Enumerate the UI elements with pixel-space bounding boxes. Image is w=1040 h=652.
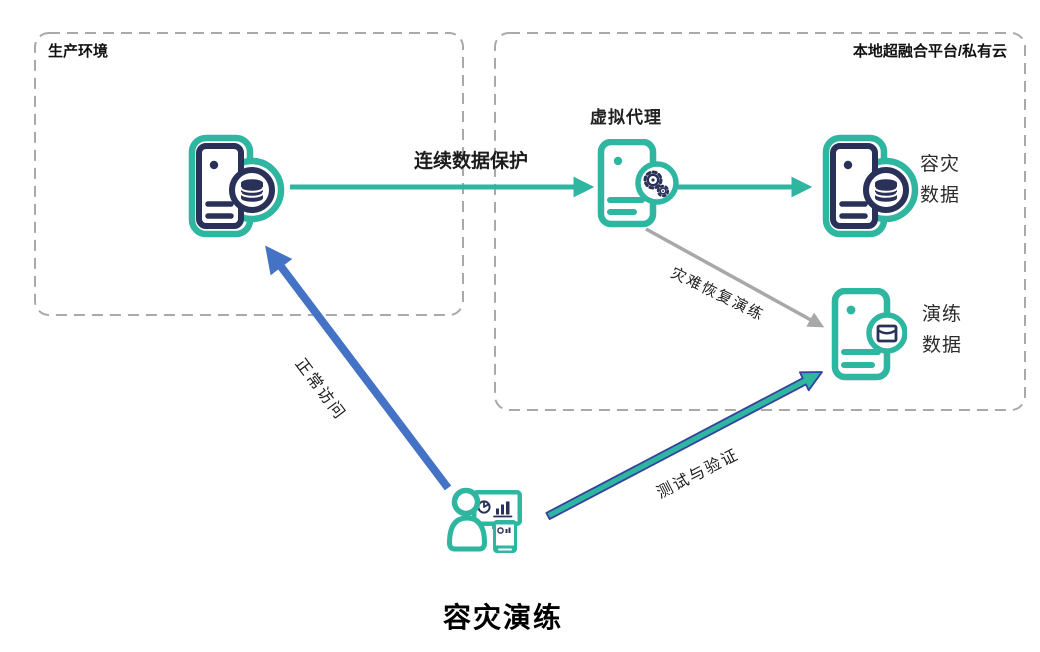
virtual-agent-server-gear-icon (597, 139, 679, 228)
cdp-arrow-label: 连续数据保护 (413, 151, 528, 172)
virtual-agent-label: 虚拟代理 (590, 108, 662, 127)
test-verify-arrow (545, 371, 823, 520)
dr-drill-arrow (645, 227, 825, 328)
private-cloud-box (494, 32, 1026, 411)
production-server-database-icon (188, 134, 285, 238)
diagram-title: 容灾演练 (442, 602, 563, 633)
dr-data-label: 容灾 数据 (920, 154, 961, 206)
production-environment-box (34, 32, 464, 316)
normal-access-arrow (265, 245, 452, 491)
analyst-devices-icon (447, 487, 522, 553)
drill-data-server-mail-icon (831, 288, 907, 381)
drill-data-label: 演练 数据 (922, 304, 963, 356)
dr-data-server-database-icon (822, 134, 919, 238)
cloud-box-label: 本地超融合平台/私有云 (852, 43, 1007, 60)
production-box-label: 生产环境 (48, 43, 109, 60)
